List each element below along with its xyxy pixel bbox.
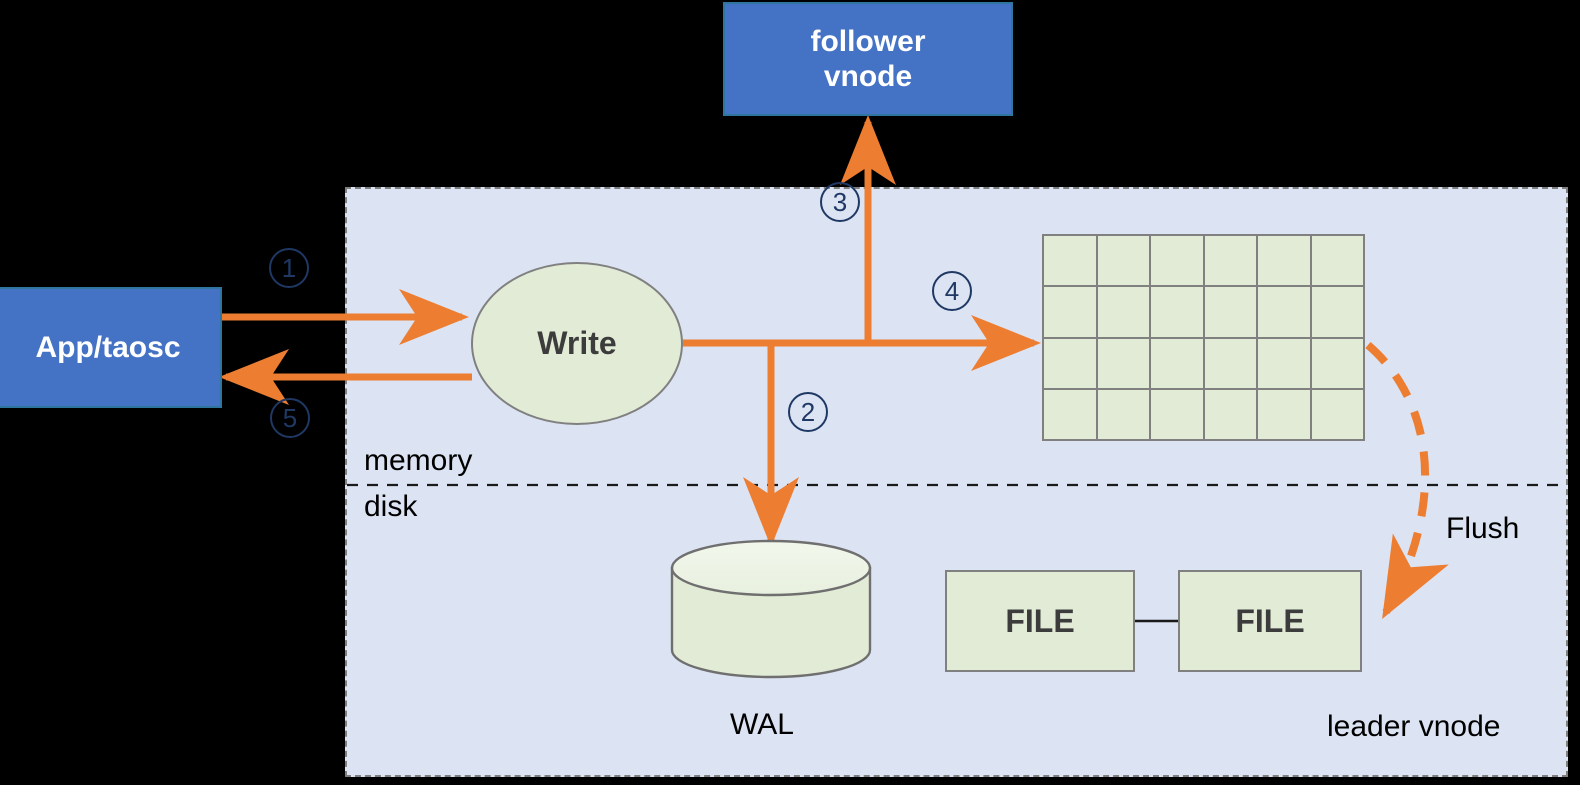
memtable-cell xyxy=(1151,389,1203,439)
memtable-cell xyxy=(1258,287,1310,337)
memtable-cell xyxy=(1151,287,1203,337)
memtable-cell xyxy=(1204,338,1256,388)
app-taosc-box[interactable]: App/taosc xyxy=(0,287,222,408)
memtable-cell xyxy=(1258,338,1310,388)
memtable-cell xyxy=(1151,236,1203,286)
memtable-cell xyxy=(1097,236,1149,286)
leader-vnode-label: leader vnode xyxy=(1327,710,1501,743)
memtable-cell xyxy=(1204,236,1256,286)
file-box-right[interactable]: FILE xyxy=(1178,570,1362,672)
memtable-cell xyxy=(1044,338,1096,388)
step-number-2: 2 xyxy=(788,392,828,432)
app-taosc-label: App/taosc xyxy=(35,330,181,364)
follower-vnode-line1: follower xyxy=(810,24,926,58)
memtable-grid[interactable] xyxy=(1042,234,1365,441)
step-number-4: 4 xyxy=(932,271,972,311)
memtable-cell xyxy=(1097,338,1149,388)
flush-arrow xyxy=(1365,341,1449,620)
step-number-5: 5 xyxy=(270,398,310,438)
memtable-cell xyxy=(1311,236,1363,286)
flush-label: Flush xyxy=(1446,512,1520,545)
wal-cylinder xyxy=(670,539,872,679)
memtable-cell xyxy=(1258,389,1310,439)
memtable-cell xyxy=(1311,287,1363,337)
memtable-cell xyxy=(1258,236,1310,286)
follower-vnode-line2: vnode xyxy=(823,60,913,93)
memtable-cell xyxy=(1044,236,1096,286)
memtable-cell xyxy=(1204,287,1256,337)
step-number-3: 3 xyxy=(820,182,860,222)
write-label: Write xyxy=(537,325,617,361)
wal-label: WAL xyxy=(730,708,794,741)
memtable-cell xyxy=(1151,338,1203,388)
follower-vnode-box[interactable]: follower vnode xyxy=(723,2,1013,116)
disk-label: disk xyxy=(364,490,418,523)
memtable-cell xyxy=(1097,287,1149,337)
step-number-1: 1 xyxy=(269,248,309,288)
memtable-cell xyxy=(1044,389,1096,439)
memtable-cell xyxy=(1044,287,1096,337)
memtable-cell xyxy=(1097,389,1149,439)
memtable-cell xyxy=(1311,389,1363,439)
memtable-cell xyxy=(1311,338,1363,388)
file-box-left-label: FILE xyxy=(1005,602,1075,639)
write-node[interactable]: Write xyxy=(471,262,683,425)
memtable-cell xyxy=(1204,389,1256,439)
memory-label: memory xyxy=(364,444,473,477)
file-box-right-label: FILE xyxy=(1235,602,1305,639)
follower-vnode-label: follower vnode xyxy=(810,24,925,95)
file-box-left[interactable]: FILE xyxy=(945,570,1135,672)
